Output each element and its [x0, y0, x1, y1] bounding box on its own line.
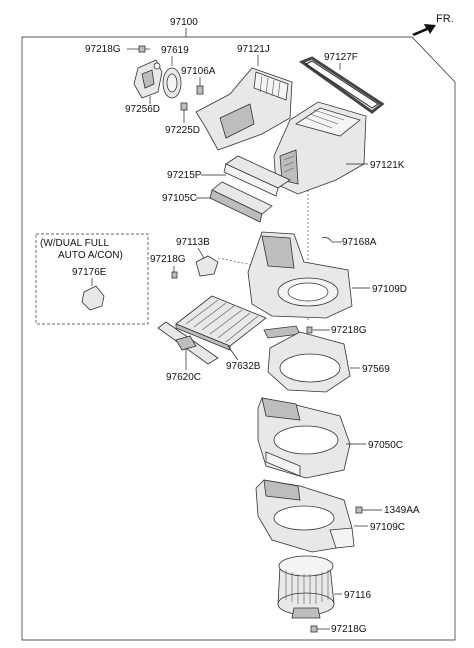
dual-auto-note-box: (W/DUAL FULL AUTO A/CON) 97176E — [35, 233, 149, 325]
front-direction-indicator: FR. — [412, 13, 454, 36]
blower-motor-97116: 97116 — [277, 555, 372, 619]
label-97100: 97100 — [170, 17, 198, 28]
case-97121k: 97121K — [273, 101, 405, 195]
front-direction-label: FR. — [436, 13, 454, 25]
screw-1349aa: 1349AA — [355, 505, 420, 516]
upper-case-97121j: 97121J — [195, 44, 293, 151]
duct-97569: 97569 — [267, 331, 390, 393]
label-97619: 97619 — [161, 45, 189, 56]
filter-cover-97620c: 97620C — [157, 321, 219, 383]
bolt-icon-mid-right — [306, 326, 313, 334]
label-97225d: 97225D — [165, 125, 200, 136]
lower-case-97109c: 97109C — [255, 479, 405, 553]
resistor-97113b: 97113B 97218G — [150, 237, 219, 279]
label-1349aa: 1349AA — [384, 505, 420, 516]
label-97113b: 97113B — [176, 237, 210, 248]
bolt-icon — [138, 45, 150, 53]
door-97105c: 97105C — [162, 181, 273, 223]
intake-case-97109d: 97109D — [247, 231, 407, 319]
label-97215p: 97215P — [167, 170, 202, 181]
label-97218g-mid-left: 97218G — [150, 254, 186, 265]
case-97050c: 97050C — [257, 397, 403, 479]
label-97569: 97569 — [362, 364, 390, 375]
bolt-icon-mid-left — [171, 271, 178, 279]
label-97127f: 97127F — [324, 52, 358, 63]
note-line-2: AUTO A/CON) — [58, 250, 123, 261]
door-97215p: 97215P — [167, 155, 291, 197]
bolt-mid-right: 97218G — [306, 325, 367, 336]
label-97632b: 97632B — [226, 361, 261, 372]
clip-icon — [321, 237, 333, 243]
label-97256d: 97256D — [125, 104, 160, 115]
bolt-bottom: 97218G — [310, 624, 367, 635]
assembly-bracket: 97100 — [21, 17, 456, 641]
bolt-icon-bottom — [310, 625, 318, 633]
front-arrow-icon — [412, 24, 436, 36]
actuator-part — [133, 59, 163, 99]
label-97105c: 97105C — [162, 193, 197, 204]
label-97121k: 97121K — [370, 160, 405, 171]
label-97109c: 97109C — [370, 522, 405, 533]
note-line-1: (W/DUAL FULL — [40, 238, 110, 249]
clip-part-97225d — [180, 102, 188, 111]
air-filter-97632b: 97632B — [175, 295, 267, 372]
label-97176e: 97176E — [72, 267, 107, 278]
clip-part-97106a — [196, 85, 204, 95]
label-97168a: 97168A — [342, 237, 377, 248]
label-97106a: 97106A — [181, 66, 216, 77]
label-97218g-mid-right: 97218G — [331, 325, 367, 336]
top-left-parts: 97218G 97619 97256D 97106A 97225D — [85, 44, 216, 136]
seal-97127f: 97127F — [298, 52, 385, 114]
label-97620c: 97620C — [166, 372, 201, 383]
clip-97168a: 97168A — [321, 237, 377, 248]
assembly-outline — [21, 36, 456, 641]
label-97121j: 97121J — [237, 44, 270, 55]
label-97116: 97116 — [344, 590, 372, 601]
label-97050c: 97050C — [368, 440, 403, 451]
screw-icon — [355, 506, 363, 514]
label-97218g-bottom: 97218G — [331, 624, 367, 635]
label-97218g-top: 97218G — [85, 44, 121, 55]
gear-ring-part — [162, 67, 182, 99]
label-97109d: 97109D — [372, 284, 407, 295]
sensor-part-97176e — [81, 285, 105, 311]
